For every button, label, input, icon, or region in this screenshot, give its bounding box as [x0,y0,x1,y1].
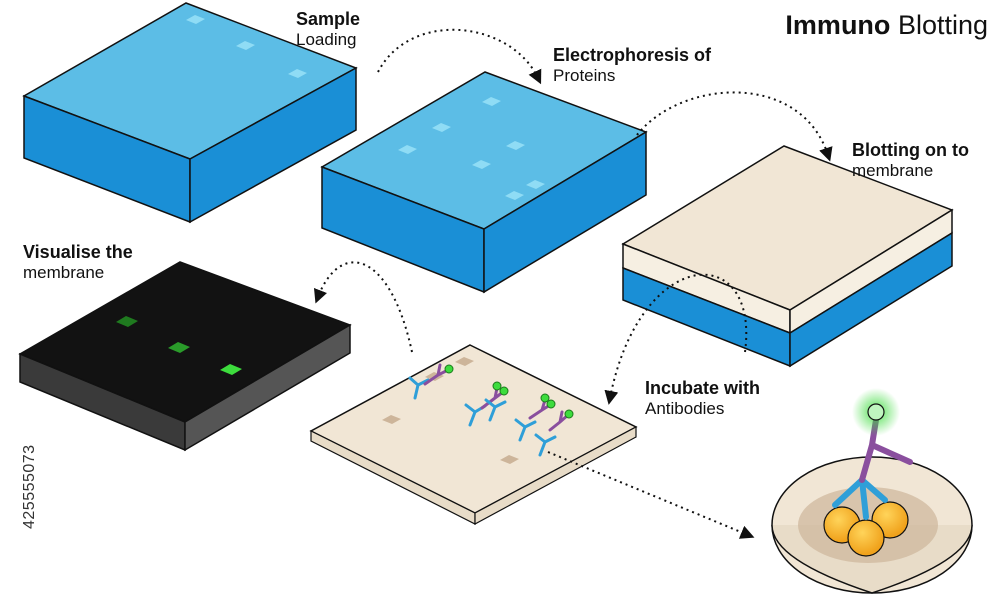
antibody-detail [771,388,973,594]
step-electrophoresis-label: Electrophoresis of Proteins [553,45,711,85]
sample-gel [22,2,358,224]
step-incubate-normal: Antibodies [645,398,725,418]
step-sample-label: Sample Loading [296,9,360,49]
title-bold: Immuno [785,10,891,40]
step-blotting-normal: membrane [852,160,934,180]
stock-id: 425555073 [21,444,38,529]
visualised-membrane [18,261,352,452]
step-blotting-bold: Blotting on to [852,140,969,160]
step-incubate-label: Incubate with Antibodies [645,378,760,418]
step-blotting-label: Blotting on to membrane [852,140,969,180]
process-arrows [313,28,833,539]
step-incubate-bold: Incubate with [645,378,761,398]
step-electrophoresis-bold: Electrophoresis of [553,45,712,65]
incubation-membrane [309,344,638,526]
step-sample-bold: Sample [296,9,361,29]
step-electrophoresis-normal: Proteins [553,65,616,85]
blot-membrane-stack [621,145,954,368]
page-title: Immuno Blotting [785,10,988,41]
step-visualise-bold: Visualise the [23,242,133,262]
step-visualise-label: Visualise the membrane [23,242,133,282]
step-visualise-normal: membrane [23,262,105,282]
title-normal: Blotting [897,10,988,40]
electrophoresis-gel [320,71,648,294]
step-sample-normal: Loading [296,29,357,49]
